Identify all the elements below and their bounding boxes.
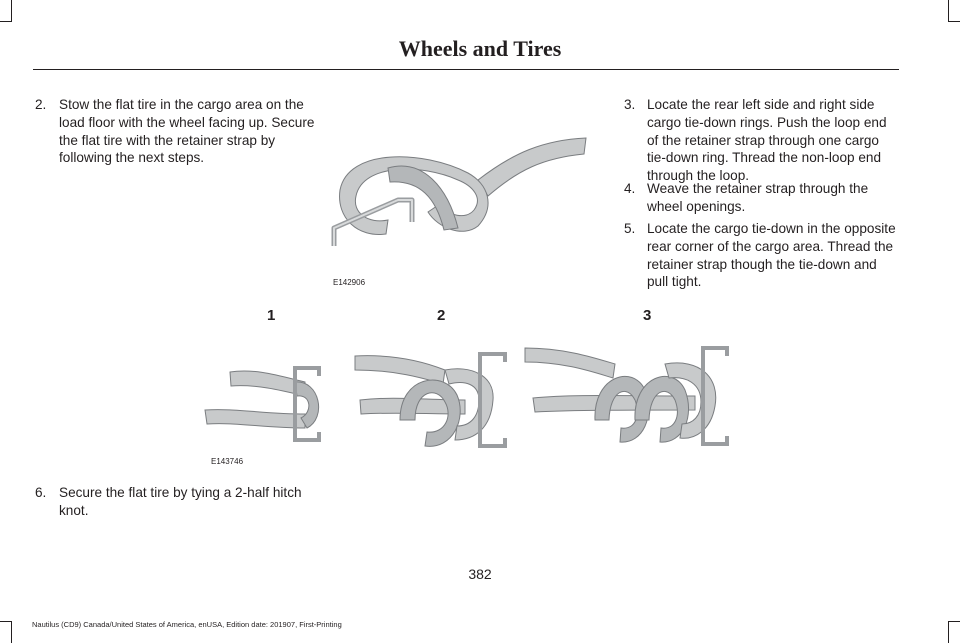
- crop-mark: [948, 21, 960, 22]
- step-text: Locate the rear left side and right side…: [647, 97, 887, 184]
- crop-mark: [11, 0, 12, 22]
- step-5: 5. Locate the cargo tie-down in the oppo…: [624, 220, 896, 292]
- step-4: 4. Weave the retainer strap through the …: [624, 180, 896, 216]
- edition-footer: Nautilus (CD9) Canada/United States of A…: [32, 620, 342, 629]
- crop-mark: [0, 621, 12, 622]
- step-text: Locate the cargo tie-down in the opposit…: [647, 221, 896, 290]
- crop-mark: [0, 21, 12, 22]
- step-text: Stow the flat tire in the cargo area on …: [59, 97, 315, 166]
- strap-loop-illustration: [331, 137, 587, 246]
- knot-stage-1: [204, 366, 321, 442]
- step-number: 6.: [35, 485, 47, 500]
- crop-mark: [11, 621, 12, 643]
- step-number: 4.: [624, 181, 636, 196]
- step-6: 6. Secure the flat tire by tying a 2-hal…: [35, 484, 315, 520]
- figure-label-1: 1: [267, 307, 276, 324]
- crop-mark: [948, 621, 949, 643]
- crop-mark: [948, 0, 949, 22]
- step-number: 5.: [624, 221, 636, 236]
- knot-steps-illustration: [204, 346, 729, 448]
- header-rule: [33, 69, 899, 70]
- crop-mark: [948, 621, 960, 622]
- step-2: 2. Stow the flat tire in the cargo area …: [35, 96, 315, 168]
- step-text: Secure the flat tire by tying a 2-half h…: [59, 485, 302, 518]
- figure-id: E143746: [211, 457, 244, 466]
- step-text: Weave the retainer strap through the whe…: [647, 181, 869, 214]
- step-number: 3.: [624, 97, 636, 112]
- figure-label-3: 3: [643, 307, 652, 324]
- figure-label-2: 2: [437, 307, 446, 324]
- knot-stage-3: [524, 346, 729, 446]
- step-number: 2.: [35, 97, 47, 112]
- knot-stage-2: [354, 352, 507, 448]
- figure-id: E142906: [333, 278, 366, 287]
- step-3: 3. Locate the rear left side and right s…: [624, 96, 896, 186]
- page-title: Wheels and Tires: [398, 36, 562, 61]
- page-number: 382: [468, 566, 492, 582]
